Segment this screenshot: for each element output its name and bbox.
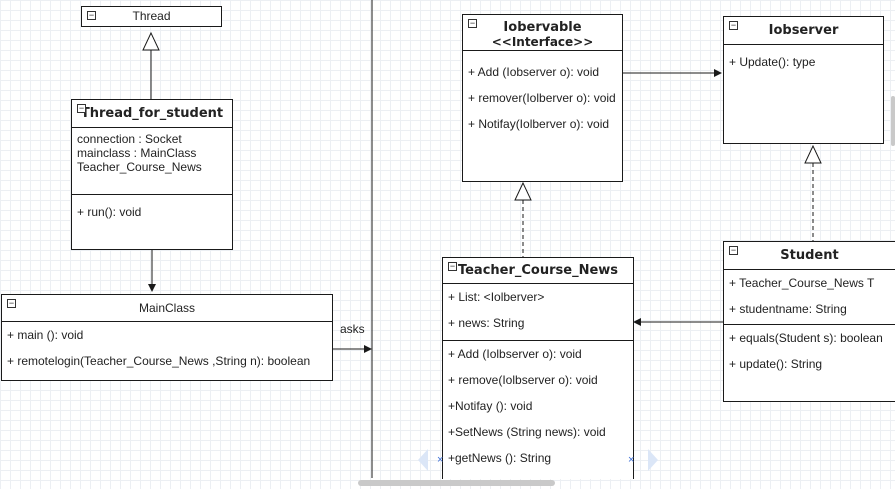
- method-section: + run(): void: [72, 194, 232, 229]
- class-name: Iobserver: [768, 23, 839, 38]
- collapse-icon[interactable]: −: [7, 298, 16, 308]
- vertical-scrollbar[interactable]: [891, 96, 895, 146]
- realization-observable-arrowhead: [514, 181, 532, 201]
- method: + remotelogin(Teacher_Course_News ,Strin…: [7, 354, 311, 368]
- class-name: Iobervable: [503, 20, 582, 35]
- class-name: Thread_for_student: [80, 106, 224, 121]
- class-iobserver[interactable]: − Iobserver + Update(): type: [723, 16, 884, 144]
- method: + Add (Iolbserver o): void: [448, 347, 582, 361]
- collapse-icon[interactable]: −: [468, 18, 477, 28]
- attribute: mainclass : MainClass: [77, 146, 197, 160]
- asks-label: asks: [340, 322, 365, 336]
- attribute-section: connection : Socket mainclass : MainClas…: [72, 128, 232, 194]
- method-section: + main (): void + remotelogin(Teacher_Co…: [2, 322, 332, 374]
- resize-left-hint-icon[interactable]: [418, 449, 428, 471]
- class-name: Student: [780, 248, 839, 263]
- resize-right-hint-icon[interactable]: [648, 449, 658, 471]
- method: + run(): void: [77, 205, 142, 219]
- method: + main (): void: [7, 328, 84, 342]
- selection-handle-icon[interactable]: ×: [628, 454, 635, 466]
- method: + remover(Iolberver o): void: [468, 91, 616, 105]
- method-section: + Add (Iolbserver o): void + remove(Iolb…: [443, 340, 633, 471]
- method-section: + equals(Student s): boolean + update():…: [724, 324, 895, 377]
- horizontal-scrollbar[interactable]: [358, 480, 555, 486]
- class-name: Thread: [132, 9, 171, 23]
- method: +SetNews (String news): void: [448, 425, 606, 439]
- method: + Update(): type: [729, 55, 816, 69]
- method: +getNews (): String: [448, 451, 552, 465]
- method: + Add (Iobserver o): void: [468, 65, 600, 79]
- class-iobervable[interactable]: − Iobervable <<Interface>> + Add (Iobser…: [462, 14, 623, 182]
- attribute-section: + List: <Iolberver> + news: String: [443, 284, 633, 340]
- method: + remove(Iolbserver o): void: [448, 373, 598, 387]
- attribute: + studentname: String: [729, 302, 847, 316]
- class-thread[interactable]: − Thread: [81, 6, 222, 27]
- observable-observer-arrowhead: [714, 69, 722, 77]
- attribute: + List: <Iolberver>: [448, 290, 545, 304]
- method-section: + Update(): type: [724, 45, 883, 75]
- class-student[interactable]: − Student + Teacher_Course_News T + stud…: [723, 241, 895, 402]
- realization-observer-arrowhead: [804, 144, 822, 164]
- collapse-icon[interactable]: −: [729, 20, 738, 30]
- attribute-section: + Teacher_Course_News T + studentname: S…: [724, 270, 895, 324]
- collapse-icon[interactable]: −: [87, 10, 96, 20]
- class-thread-for-student[interactable]: − Thread_for_student connection : Socket…: [71, 99, 233, 250]
- collapse-icon[interactable]: −: [448, 261, 457, 271]
- method: + Notifay(Iolberver o): void: [468, 117, 610, 131]
- class-mainclass[interactable]: − MainClass + main (): void + remotelogi…: [1, 294, 333, 381]
- class-teacher-course-news[interactable]: − Teacher_Course_News + List: <Iolberver…: [442, 257, 634, 479]
- method: + equals(Student s): boolean: [729, 331, 883, 345]
- attribute: + Teacher_Course_News T: [729, 276, 875, 290]
- student-news-arrowhead: [633, 318, 641, 326]
- attribute: + news: String: [448, 316, 525, 330]
- collapse-icon[interactable]: −: [729, 245, 738, 255]
- method: + update(): String: [729, 357, 823, 371]
- class-name: MainClass: [138, 301, 195, 315]
- method-section: + Add (Iobserver o): void + remover(Iolb…: [463, 51, 622, 137]
- attribute: Teacher_Course_News: [77, 160, 202, 174]
- asks-arrowhead: [364, 345, 372, 353]
- attribute: connection : Socket: [77, 132, 182, 146]
- generalization-thread-arrowhead: [142, 31, 160, 51]
- collapse-icon[interactable]: −: [77, 103, 86, 113]
- selection-handle-icon[interactable]: ×: [437, 454, 444, 466]
- association-mainclass-arrowhead: [148, 284, 156, 292]
- method: +Notifay (): void: [448, 399, 533, 413]
- stereotype-label: <<Interface>>: [491, 35, 594, 49]
- class-name: Teacher_Course_News: [457, 263, 619, 278]
